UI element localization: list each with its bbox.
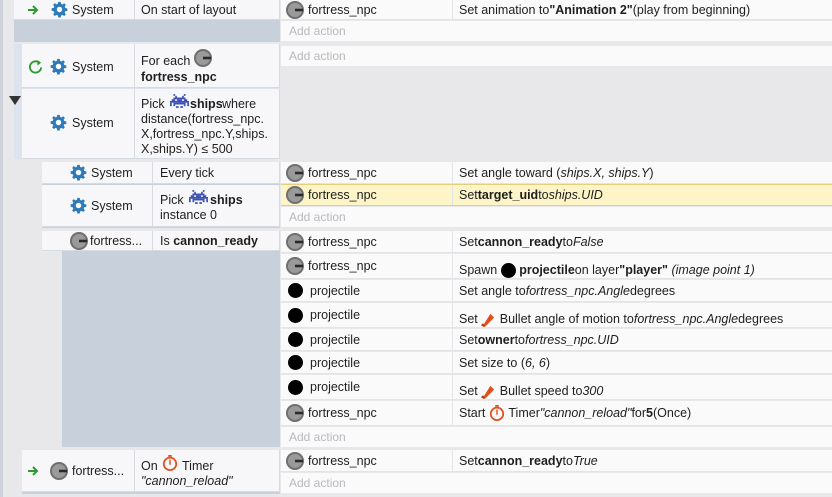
fortress-npc-icon (285, 451, 305, 471)
condition-text: Is cannon_ready (160, 234, 258, 248)
projectile-icon (288, 283, 303, 298)
system-label: System (72, 3, 114, 17)
action-row-selected[interactable]: fortress_npc Set target_uid to ships.UID (281, 184, 832, 206)
fortress-npc-icon (285, 163, 305, 183)
projectile-icon (288, 355, 303, 370)
ships-invader-icon (170, 94, 189, 108)
action-row[interactable]: fortress_npc Set cannon_ready to True (281, 450, 832, 472)
fortress-npc-icon (285, 403, 305, 423)
bullet-behavior-icon (481, 312, 496, 327)
projectile-icon (500, 262, 516, 278)
event-2-pick-condition[interactable]: System Pick ships where distance(fortres… (22, 89, 280, 159)
for-each-object: fortress_npc (141, 70, 217, 84)
action-row[interactable]: fortress_npc Spawn projectile on layer "… (281, 254, 832, 279)
fortress-npc-icon (285, 0, 305, 20)
timer-icon (162, 455, 178, 471)
system-label: System (91, 166, 133, 180)
object-name: fortress... (90, 234, 143, 248)
action-row[interactable]: projectile Set Bullet speed to 300 (281, 375, 832, 400)
action-row[interactable]: projectile Set owner to fortress_npc.UID (281, 329, 832, 351)
fortress-npc-icon (193, 48, 213, 68)
projectile-icon (288, 379, 303, 395)
event-4-condition-row[interactable]: fortress... Is cannon_ready (42, 231, 280, 251)
timer-icon (489, 405, 505, 421)
add-action-link[interactable]: Add action (281, 427, 832, 447)
pick-label: Pick (160, 193, 184, 207)
event-4-block[interactable] (62, 231, 280, 447)
fortress-npc-icon (285, 185, 305, 205)
add-action-link[interactable]: Add action (281, 207, 832, 227)
event-2-for-each-condition[interactable]: System For each fortress_npc (22, 44, 280, 88)
object-name: fortress... (72, 464, 125, 478)
add-action-link[interactable]: Add action (281, 21, 832, 41)
event-3-pick-condition[interactable]: System Pick ships instance 0 (42, 185, 280, 227)
action-row[interactable]: fortress_npc Set cannon_ready to False (281, 231, 832, 253)
gear-icon (70, 164, 87, 181)
action-row[interactable]: fortress_npc Start Timer "cannon_reload"… (281, 401, 832, 426)
event-1-condition-row[interactable]: System On start of layout (14, 0, 280, 20)
action-row[interactable]: projectile Set size to (6, 6) (281, 352, 832, 374)
add-action-link[interactable]: Add action (281, 473, 832, 493)
event-3-every-tick-condition[interactable]: System Every tick (42, 162, 280, 184)
pick-label: Pick (141, 97, 165, 111)
add-action-link[interactable]: Add action (281, 46, 832, 66)
pick-object: ships (190, 97, 223, 111)
object-name: fortress_npc (308, 2, 377, 17)
projectile-icon (288, 332, 303, 347)
projectile-icon (288, 307, 303, 323)
event-5-condition-row[interactable]: fortress... On Timer "cannon_reload" (22, 450, 280, 492)
action-row[interactable]: projectile Set Bullet angle of motion to… (281, 303, 832, 328)
loop-icon (28, 59, 43, 74)
bullet-behavior-icon (481, 384, 496, 399)
gear-icon (51, 1, 68, 18)
gear-icon (70, 197, 87, 214)
fortress-npc-icon (285, 232, 305, 252)
ships-invader-icon (189, 190, 208, 204)
system-label: System (72, 60, 114, 74)
for-each-label: For each (141, 54, 191, 68)
trigger-arrow-icon (28, 466, 39, 476)
gear-icon (50, 114, 67, 131)
condition-text: On start of layout (141, 3, 237, 17)
gutter (0, 0, 3, 497)
collapse-triangle-icon[interactable] (9, 96, 21, 106)
trigger-arrow-icon (28, 5, 39, 15)
action-row[interactable]: fortress_npc Set animation to "Animation… (281, 0, 832, 20)
fortress-npc-icon (285, 256, 305, 276)
pick-object: ships (210, 193, 243, 207)
system-label: System (91, 199, 133, 213)
fortress-npc-icon (69, 231, 89, 251)
action-row[interactable]: fortress_npc Set angle toward (ships.X, … (281, 162, 832, 184)
fortress-npc-icon (49, 461, 69, 481)
gear-icon (50, 58, 67, 75)
action-text: Set target_uid to ships.UID (459, 188, 603, 202)
every-tick-label: Every tick (160, 166, 215, 180)
action-row[interactable]: projectile Set angle to fortress_npc.Ang… (281, 280, 832, 302)
system-label: System (72, 116, 114, 130)
action-text: Set angle toward (ships.X, ships.Y) (459, 165, 654, 180)
action-text: Set animation to "Animation 2" (play fro… (459, 2, 751, 17)
